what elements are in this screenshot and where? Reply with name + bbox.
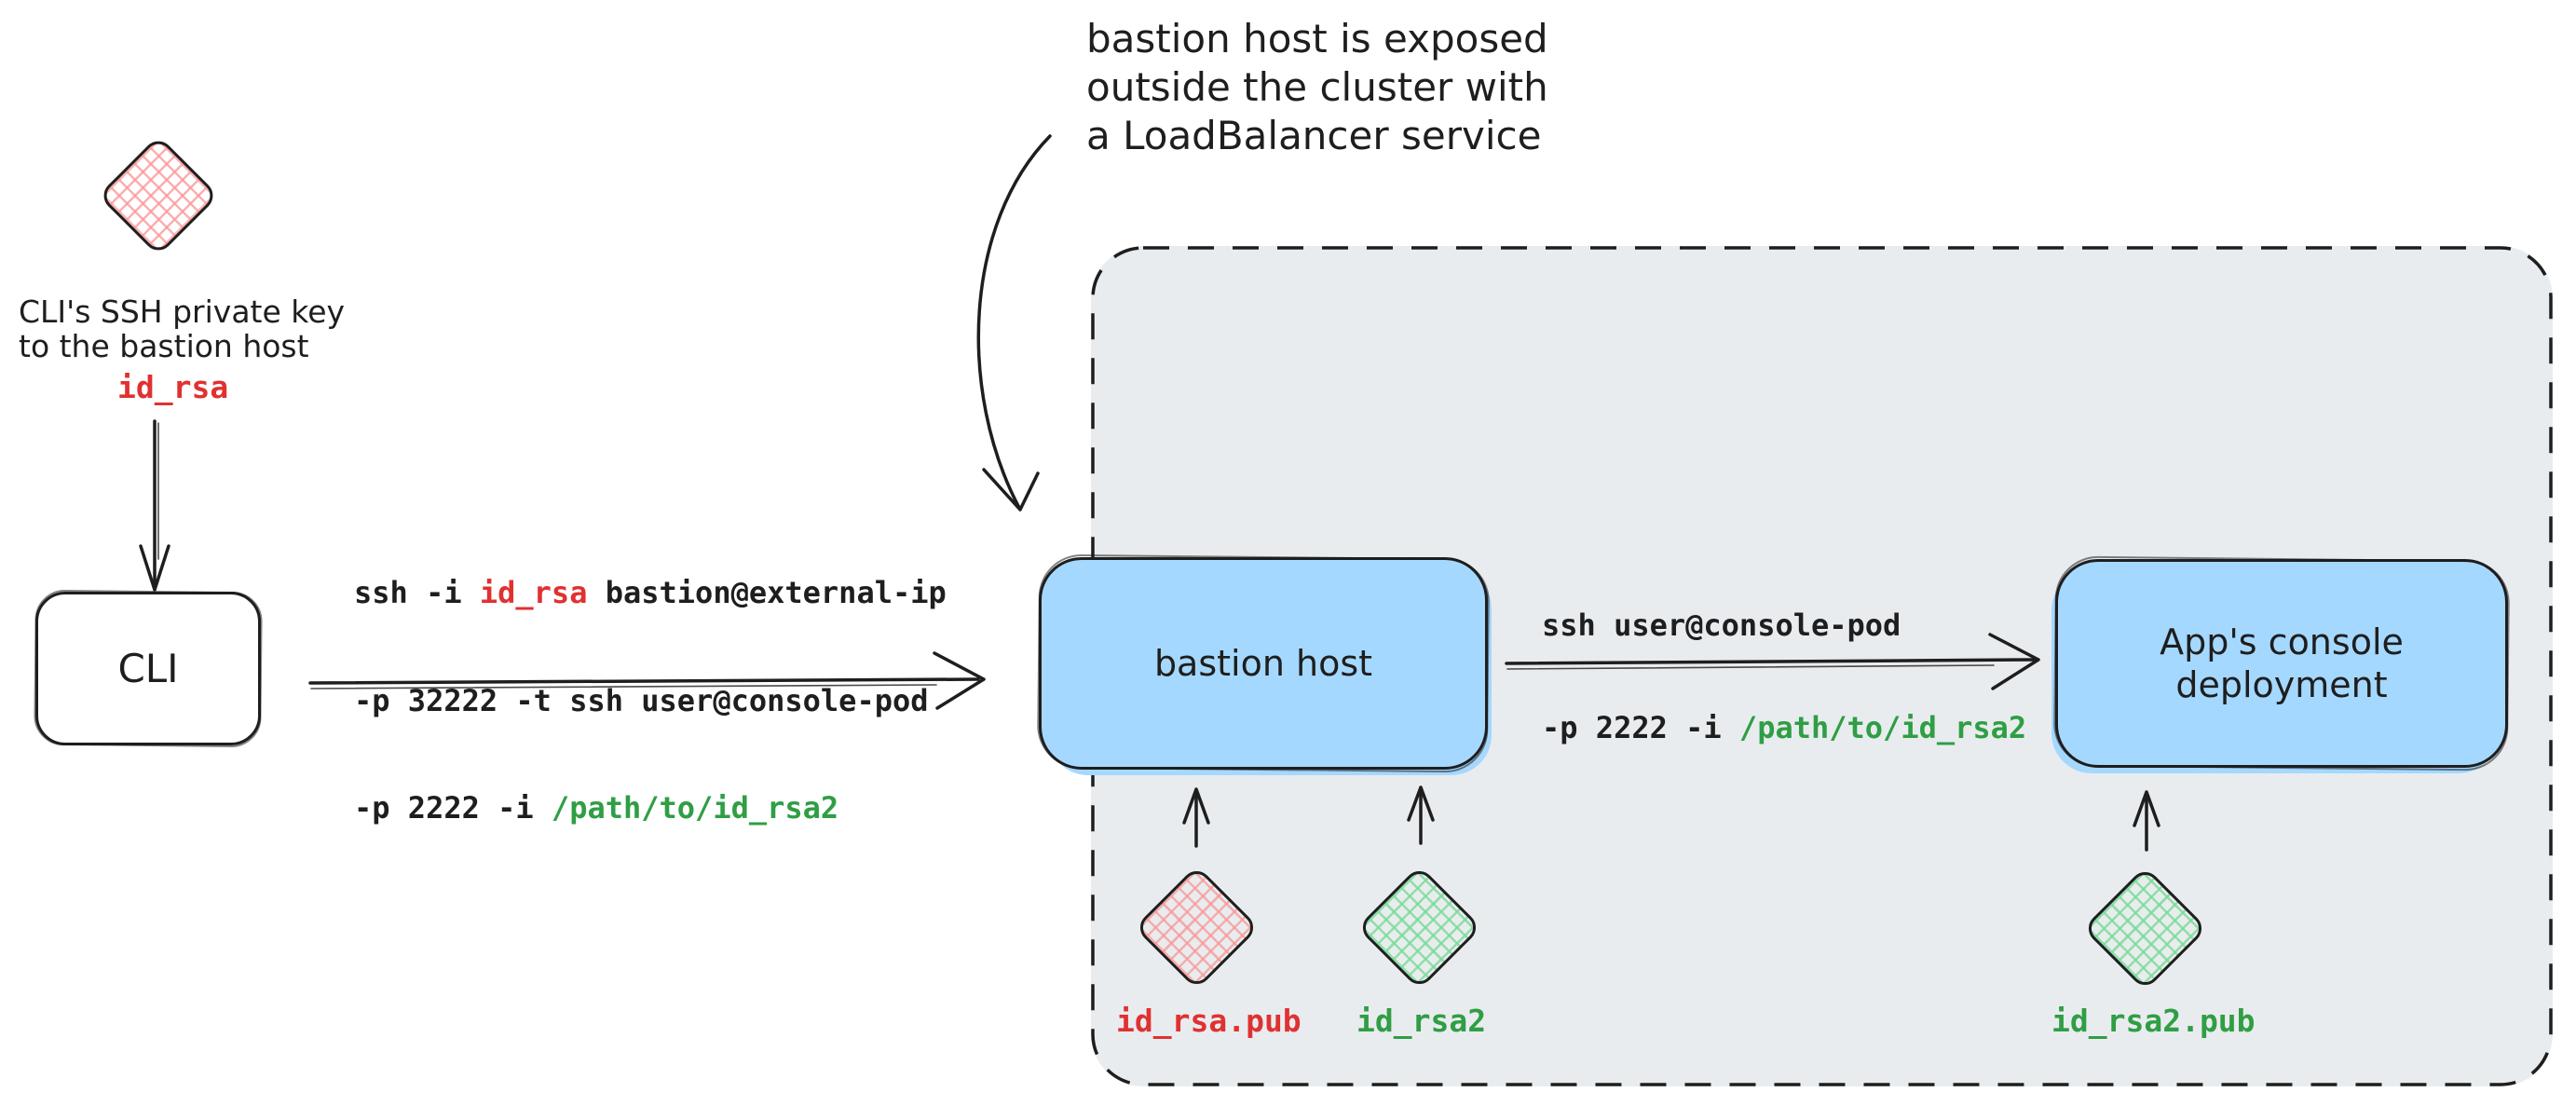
- key-label-id-rsa2-pub: id_rsa2.pub: [2051, 1003, 2256, 1039]
- annotation-line3: a LoadBalancer service: [1086, 113, 1542, 158]
- key-path-highlight: /path/to/id_rsa2: [551, 790, 839, 826]
- app-console-node-label-line1: App's console: [2160, 621, 2404, 662]
- cli-private-key-icon: [97, 134, 220, 257]
- cluster-dashed-border: [1091, 246, 2553, 1086]
- cli-key-filename: id_rsa: [117, 369, 229, 405]
- ssh-command-cli-to-bastion: ssh -i id_rsa bastion@external-ip -p 322…: [354, 503, 947, 862]
- cli-key-caption-line1: CLI's SSH private key: [19, 294, 346, 330]
- bastion-host-node-label: bastion host: [1153, 643, 1373, 684]
- key-label-id-rsa-pub: id_rsa.pub: [1116, 1003, 1302, 1039]
- command-line: -p 32222 -t ssh user@console-pod: [354, 682, 929, 718]
- app-console-node-label-line2: deployment: [2175, 664, 2388, 705]
- arrow-key-to-cli: [139, 419, 170, 592]
- command-line: -p 2222 -i /path/to/id_rsa2: [1542, 709, 2027, 745]
- cli-node: CLI: [35, 592, 261, 745]
- key-path-highlight: /path/to/id_rsa2: [1738, 709, 2027, 745]
- command-line: -p 2222 -i /path/to/id_rsa2: [354, 790, 839, 826]
- cli-node-label: CLI: [117, 646, 179, 691]
- key-filename-highlight: id_rsa: [479, 575, 588, 610]
- arrow-annotation-to-bastion: [976, 134, 1052, 512]
- ssh-command-bastion-to-app: ssh user@console-pod -p 2222 -i /path/to…: [1542, 540, 2026, 779]
- cli-key-caption-line2: to the bastion host: [19, 328, 309, 364]
- annotation-line1: bastion host is exposed: [1086, 16, 1548, 61]
- command-line: ssh -i id_rsa bastion@external-ip: [354, 575, 947, 610]
- key-label-id-rsa2: id_rsa2: [1356, 1003, 1487, 1039]
- annotation-line2: outside the cluster with: [1086, 64, 1548, 110]
- loadbalancer-annotation: bastion host is exposed outside the clus…: [1086, 15, 1548, 160]
- command-line: ssh user@console-pod: [1542, 608, 1901, 643]
- cli-key-caption: CLI's SSH private key to the bastion hos…: [19, 294, 345, 363]
- app-console-node: App's console deployment: [2055, 559, 2508, 768]
- bastion-host-node: bastion host: [1039, 557, 1488, 770]
